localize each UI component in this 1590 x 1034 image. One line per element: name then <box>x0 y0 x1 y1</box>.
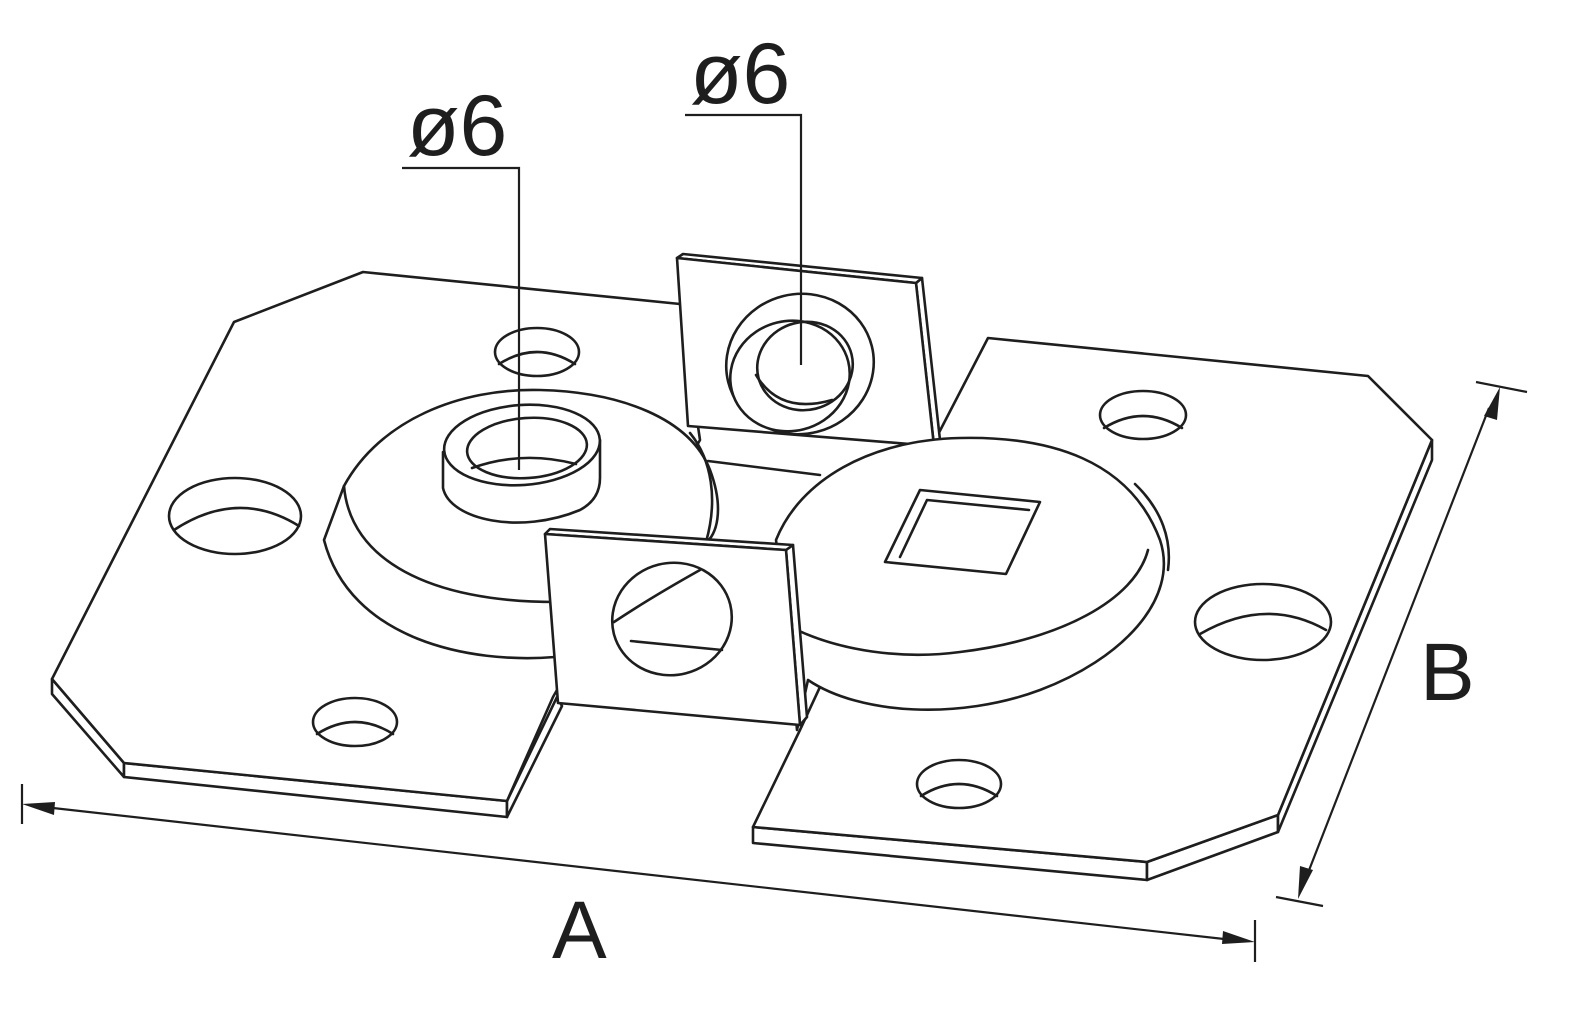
dimension-b: B <box>1275 380 1528 908</box>
right-dome-body <box>774 436 1166 732</box>
left-plate-thickness-notch <box>505 695 564 819</box>
dimension-b-label: B <box>1420 627 1475 718</box>
right-plate-hole-right <box>1193 582 1333 662</box>
left-dome-body <box>322 388 720 660</box>
left-diameter-callout: ø6 <box>402 78 521 470</box>
right-diameter-callout: ø6 <box>685 26 803 365</box>
left-dome-boss <box>441 403 602 524</box>
dimension-a-label: A <box>552 885 607 976</box>
left-dome-inner-rim <box>342 484 557 604</box>
front-tab-hole <box>610 561 734 677</box>
back-upright-tab <box>675 252 942 448</box>
left-countersunk-dome <box>322 388 720 660</box>
dimension-a-arrow-left <box>22 802 55 815</box>
dimension-b-arrow-top <box>1484 387 1500 420</box>
right-plate-hole-top <box>1098 389 1188 441</box>
dimension-a-arrow-right <box>1222 931 1255 944</box>
center-gap-line <box>706 459 822 477</box>
front-upright-tab <box>543 527 809 727</box>
right-plate-hole-bottom <box>915 758 1003 810</box>
right-dome-inner-rim <box>795 548 1150 657</box>
right-diameter-label: ø6 <box>690 26 790 122</box>
left-diameter-label: ø6 <box>407 78 507 174</box>
left-plate-hole-top <box>493 326 581 378</box>
left-plate-hole-bottom <box>311 696 399 748</box>
left-plate-hole-left <box>167 476 303 556</box>
dimension-b-arrow-bottom <box>1298 866 1313 899</box>
dimension-a: A <box>20 784 1257 976</box>
right-countersunk-dome <box>774 436 1171 732</box>
square-hole <box>883 488 1042 576</box>
